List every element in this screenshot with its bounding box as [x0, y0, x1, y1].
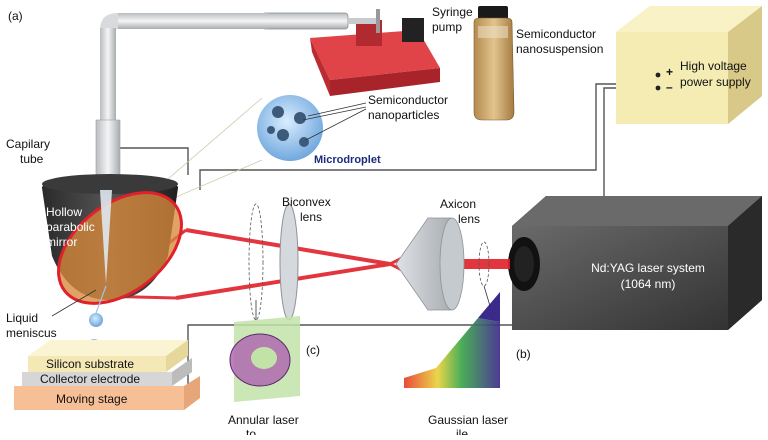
pump-driver-block	[402, 18, 424, 42]
syringe-label-line1: Syringe	[432, 5, 473, 19]
capillary-label-line2: tube	[20, 152, 44, 166]
annular-label-line1: Annular laser	[228, 413, 299, 427]
negative-terminal	[655, 85, 661, 91]
biconvex-label-line1: Biconvex	[282, 195, 331, 209]
ndyag-laser-box: Nd:YAG laser system (1064 nm)	[508, 196, 762, 330]
syringe-pump	[310, 18, 440, 96]
nanoparticles-label-line1: Semiconductor	[368, 93, 448, 107]
annular-label-line2: to...	[246, 427, 266, 435]
capillary-nozzle	[100, 190, 112, 284]
silicon-substrate-label: Silicon substrate	[46, 357, 134, 371]
annular-beam-ring	[248, 203, 264, 321]
hv-label-line1: High voltage	[680, 59, 747, 73]
moving-stage-label: Moving stage	[56, 392, 128, 406]
annular-laser-profile	[229, 300, 300, 402]
nanosuspension-label-line2: nanosuspension	[516, 42, 603, 56]
nanosuspension-bottle-icon	[473, 6, 515, 121]
gaussian-laser-profile	[404, 285, 500, 388]
mirror-label-line1: Hollow	[46, 205, 82, 219]
nanosuspension-label-line1: Semiconductor	[516, 27, 596, 41]
capillary-label-line1: Capilary	[6, 137, 50, 151]
substrate-stack	[14, 340, 200, 410]
hollow-parabolic-mirror	[41, 174, 183, 305]
high-voltage-power-supply: + – High voltage power supply	[616, 6, 762, 124]
mirror-label-line2: parabolic	[46, 220, 95, 234]
gaussian-label-line2: ...ile	[446, 427, 468, 435]
capillary-tube	[95, 13, 268, 191]
positive-terminal	[655, 72, 661, 78]
meniscus-label-line2: meniscus	[6, 326, 57, 340]
biconvex-label-line2: lens	[300, 210, 322, 224]
biconvex-lens	[279, 203, 299, 321]
syringe-label-line2: pump	[432, 20, 462, 34]
hv-minus-sign: –	[666, 80, 673, 94]
microdroplet-label: Microdroplet	[314, 154, 381, 166]
collector-electrode-label: Collector electrode	[40, 372, 140, 386]
mirror-label-line3: mirror	[46, 235, 77, 249]
meniscus-label-line1: Liquid	[6, 311, 38, 325]
meniscus-pointer	[51, 289, 97, 317]
panel-b-label: (b)	[516, 347, 531, 361]
axicon-lens	[395, 217, 465, 311]
laser-label-line1: Nd:YAG laser system	[591, 261, 705, 275]
hv-label-line2: power supply	[680, 75, 751, 89]
panel-a-label: (a)	[8, 9, 23, 23]
gaussian-label-line1: Gaussian laser	[428, 413, 508, 427]
gaussian-beam-ring	[478, 241, 490, 287]
wire-capillary	[110, 147, 189, 175]
axicon-label-line1: Axicon	[440, 197, 476, 211]
wire-positive	[199, 83, 654, 190]
hv-plus-sign: +	[666, 65, 673, 79]
axicon-label-line2: lens	[458, 212, 480, 226]
nanoparticles-label-line2: nanoparticles	[368, 108, 439, 122]
panel-c-label: (c)	[306, 343, 320, 357]
laser-label-line2: (1064 nm)	[621, 277, 676, 291]
